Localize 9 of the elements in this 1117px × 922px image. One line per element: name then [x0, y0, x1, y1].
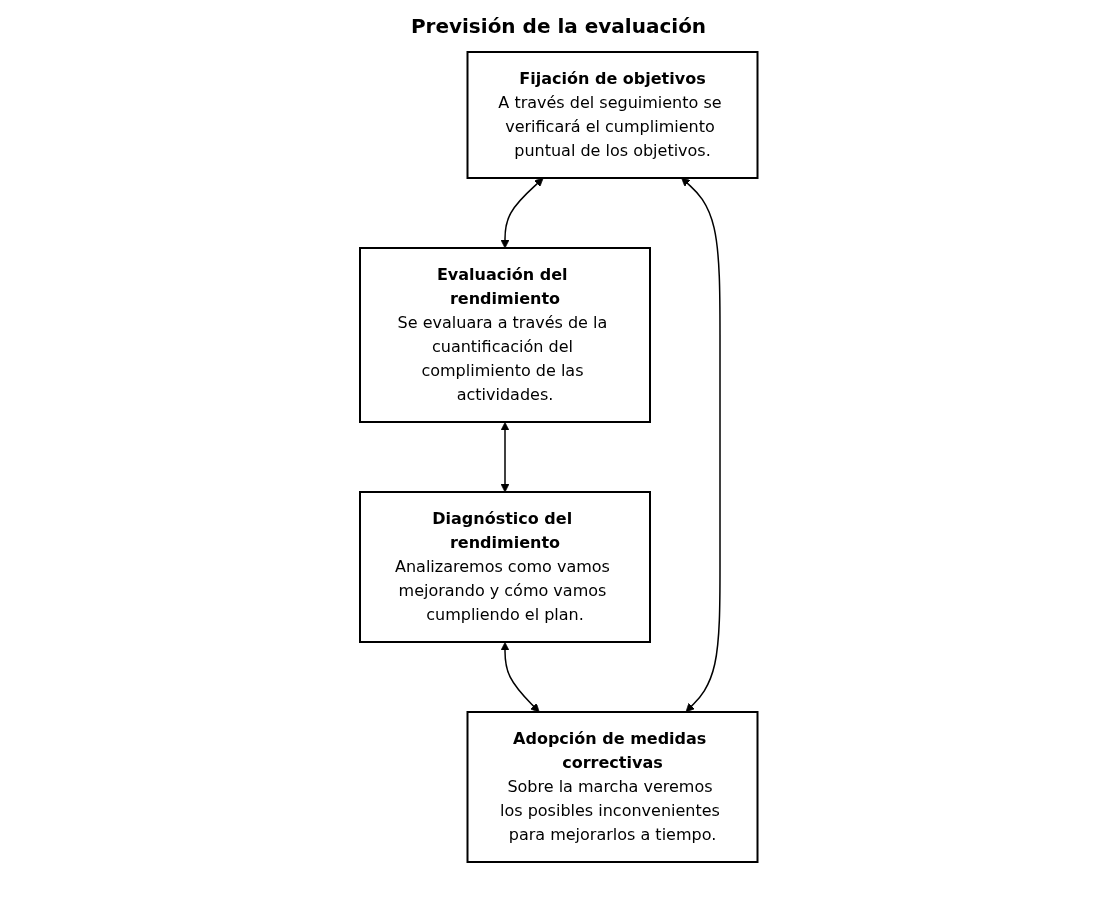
node-box: Diagnóstico del rendimiento Analizaremos como vamos mejorando y cómo vamos cumpliendo el plan. [358, 491, 651, 643]
node-box: Adopción de medidas correctivas Sobre la marcha veremos los posibles inconvenientes para mejorarlos a tiempo. [466, 711, 759, 863]
arrow [500, 642, 540, 713]
node-box: Fijación de objetivos A través del seguimiento se verificará el cumplimiento puntual de los objetivos. [466, 51, 759, 179]
arrow [500, 177, 544, 249]
arrow [500, 422, 510, 493]
arrow [680, 177, 721, 713]
diagram-title: Previsión de la evaluación [409, 14, 708, 38]
node-box: Evaluación del rendimiento Se evaluara a través de la cuantificación del complimiento de las actividades. [358, 247, 651, 423]
